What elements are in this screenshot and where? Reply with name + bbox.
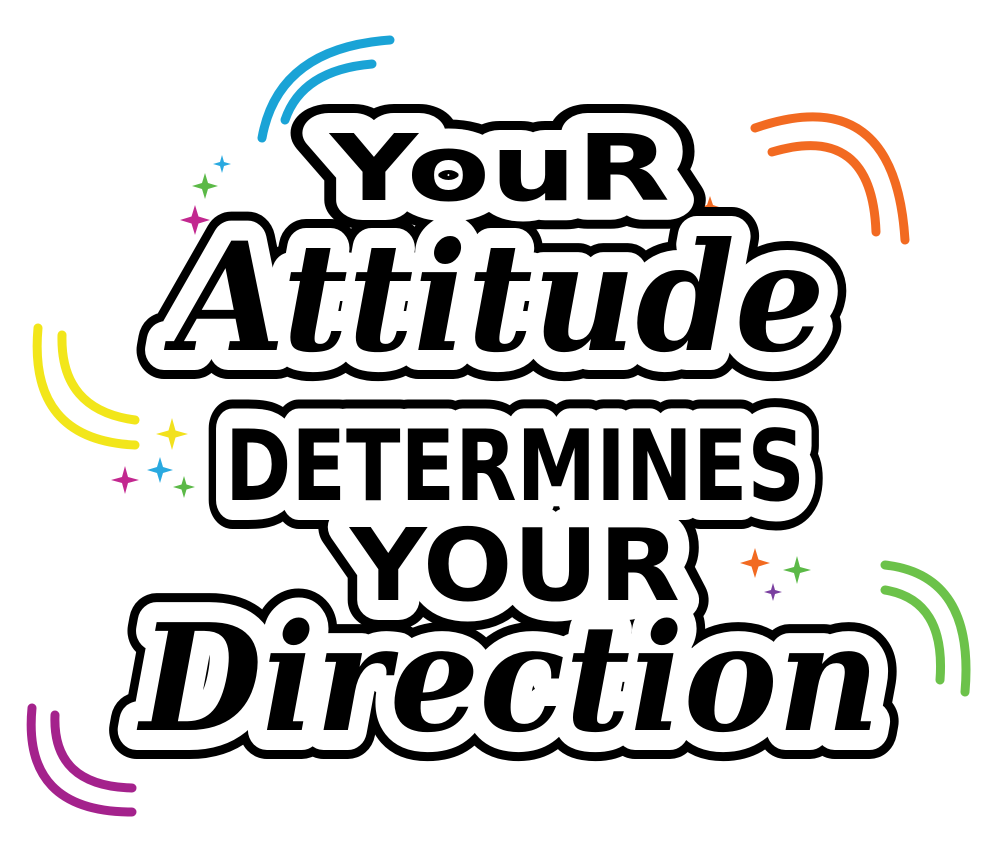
line-your-bottom: YOUR xyxy=(349,507,680,624)
text-outline-white: YouR Attitude DETERMINES YOUR Direction xyxy=(116,95,900,785)
blue-arc-outer xyxy=(257,35,395,143)
sparkle-icon xyxy=(764,583,782,601)
svg-text:Direction: Direction xyxy=(136,591,880,765)
svg-text:YouR: YouR xyxy=(329,115,670,222)
sparkle-icon xyxy=(173,476,195,498)
line-determines: DETERMINES xyxy=(225,410,805,524)
orange-arc-inner xyxy=(767,141,881,237)
line-direction: Direction xyxy=(136,591,880,765)
svg-text:Direction: Direction xyxy=(136,591,880,765)
svg-text:Attitude: Attitude xyxy=(164,210,825,386)
magenta-arc-inner xyxy=(50,710,137,793)
sparkle-icon xyxy=(111,466,139,494)
sparkle-icon xyxy=(740,548,770,578)
svg-text:YOUR: YOUR xyxy=(349,507,680,624)
sparkle-icon xyxy=(698,196,722,220)
quote-text: YouR Attitude DETERMINES YOUR Direction xyxy=(136,115,880,765)
line-your-top: YouR xyxy=(329,115,670,222)
svg-text:YOUR: YOUR xyxy=(349,507,680,624)
green-arc-inner xyxy=(880,585,946,685)
sparkles xyxy=(111,155,811,601)
sparkle-icon xyxy=(658,207,688,237)
svg-text:Attitude: Attitude xyxy=(164,210,825,386)
orange-arc-outer xyxy=(750,112,910,245)
blue-arc-inner xyxy=(280,59,377,125)
magenta-arc-outer xyxy=(26,703,137,817)
sparkle-icon xyxy=(192,173,218,199)
sparkle-icon xyxy=(147,457,173,483)
green-arc-outer xyxy=(880,560,971,697)
decorative-arcs xyxy=(26,35,971,817)
sparkle-icon xyxy=(180,205,210,235)
text-outline-black: YouR Attitude DETERMINES YOUR Direction xyxy=(107,86,909,794)
sparkle-icon xyxy=(213,155,231,173)
sparkle-icon xyxy=(705,231,723,249)
line-attitude: Attitude xyxy=(164,210,825,386)
sparkle-icon xyxy=(156,418,188,450)
svg-text:DETERMINES: DETERMINES xyxy=(225,410,805,524)
yellow-arc-outer xyxy=(32,323,140,450)
yellow-arc-inner xyxy=(57,330,140,425)
sparkle-icon xyxy=(783,556,811,584)
